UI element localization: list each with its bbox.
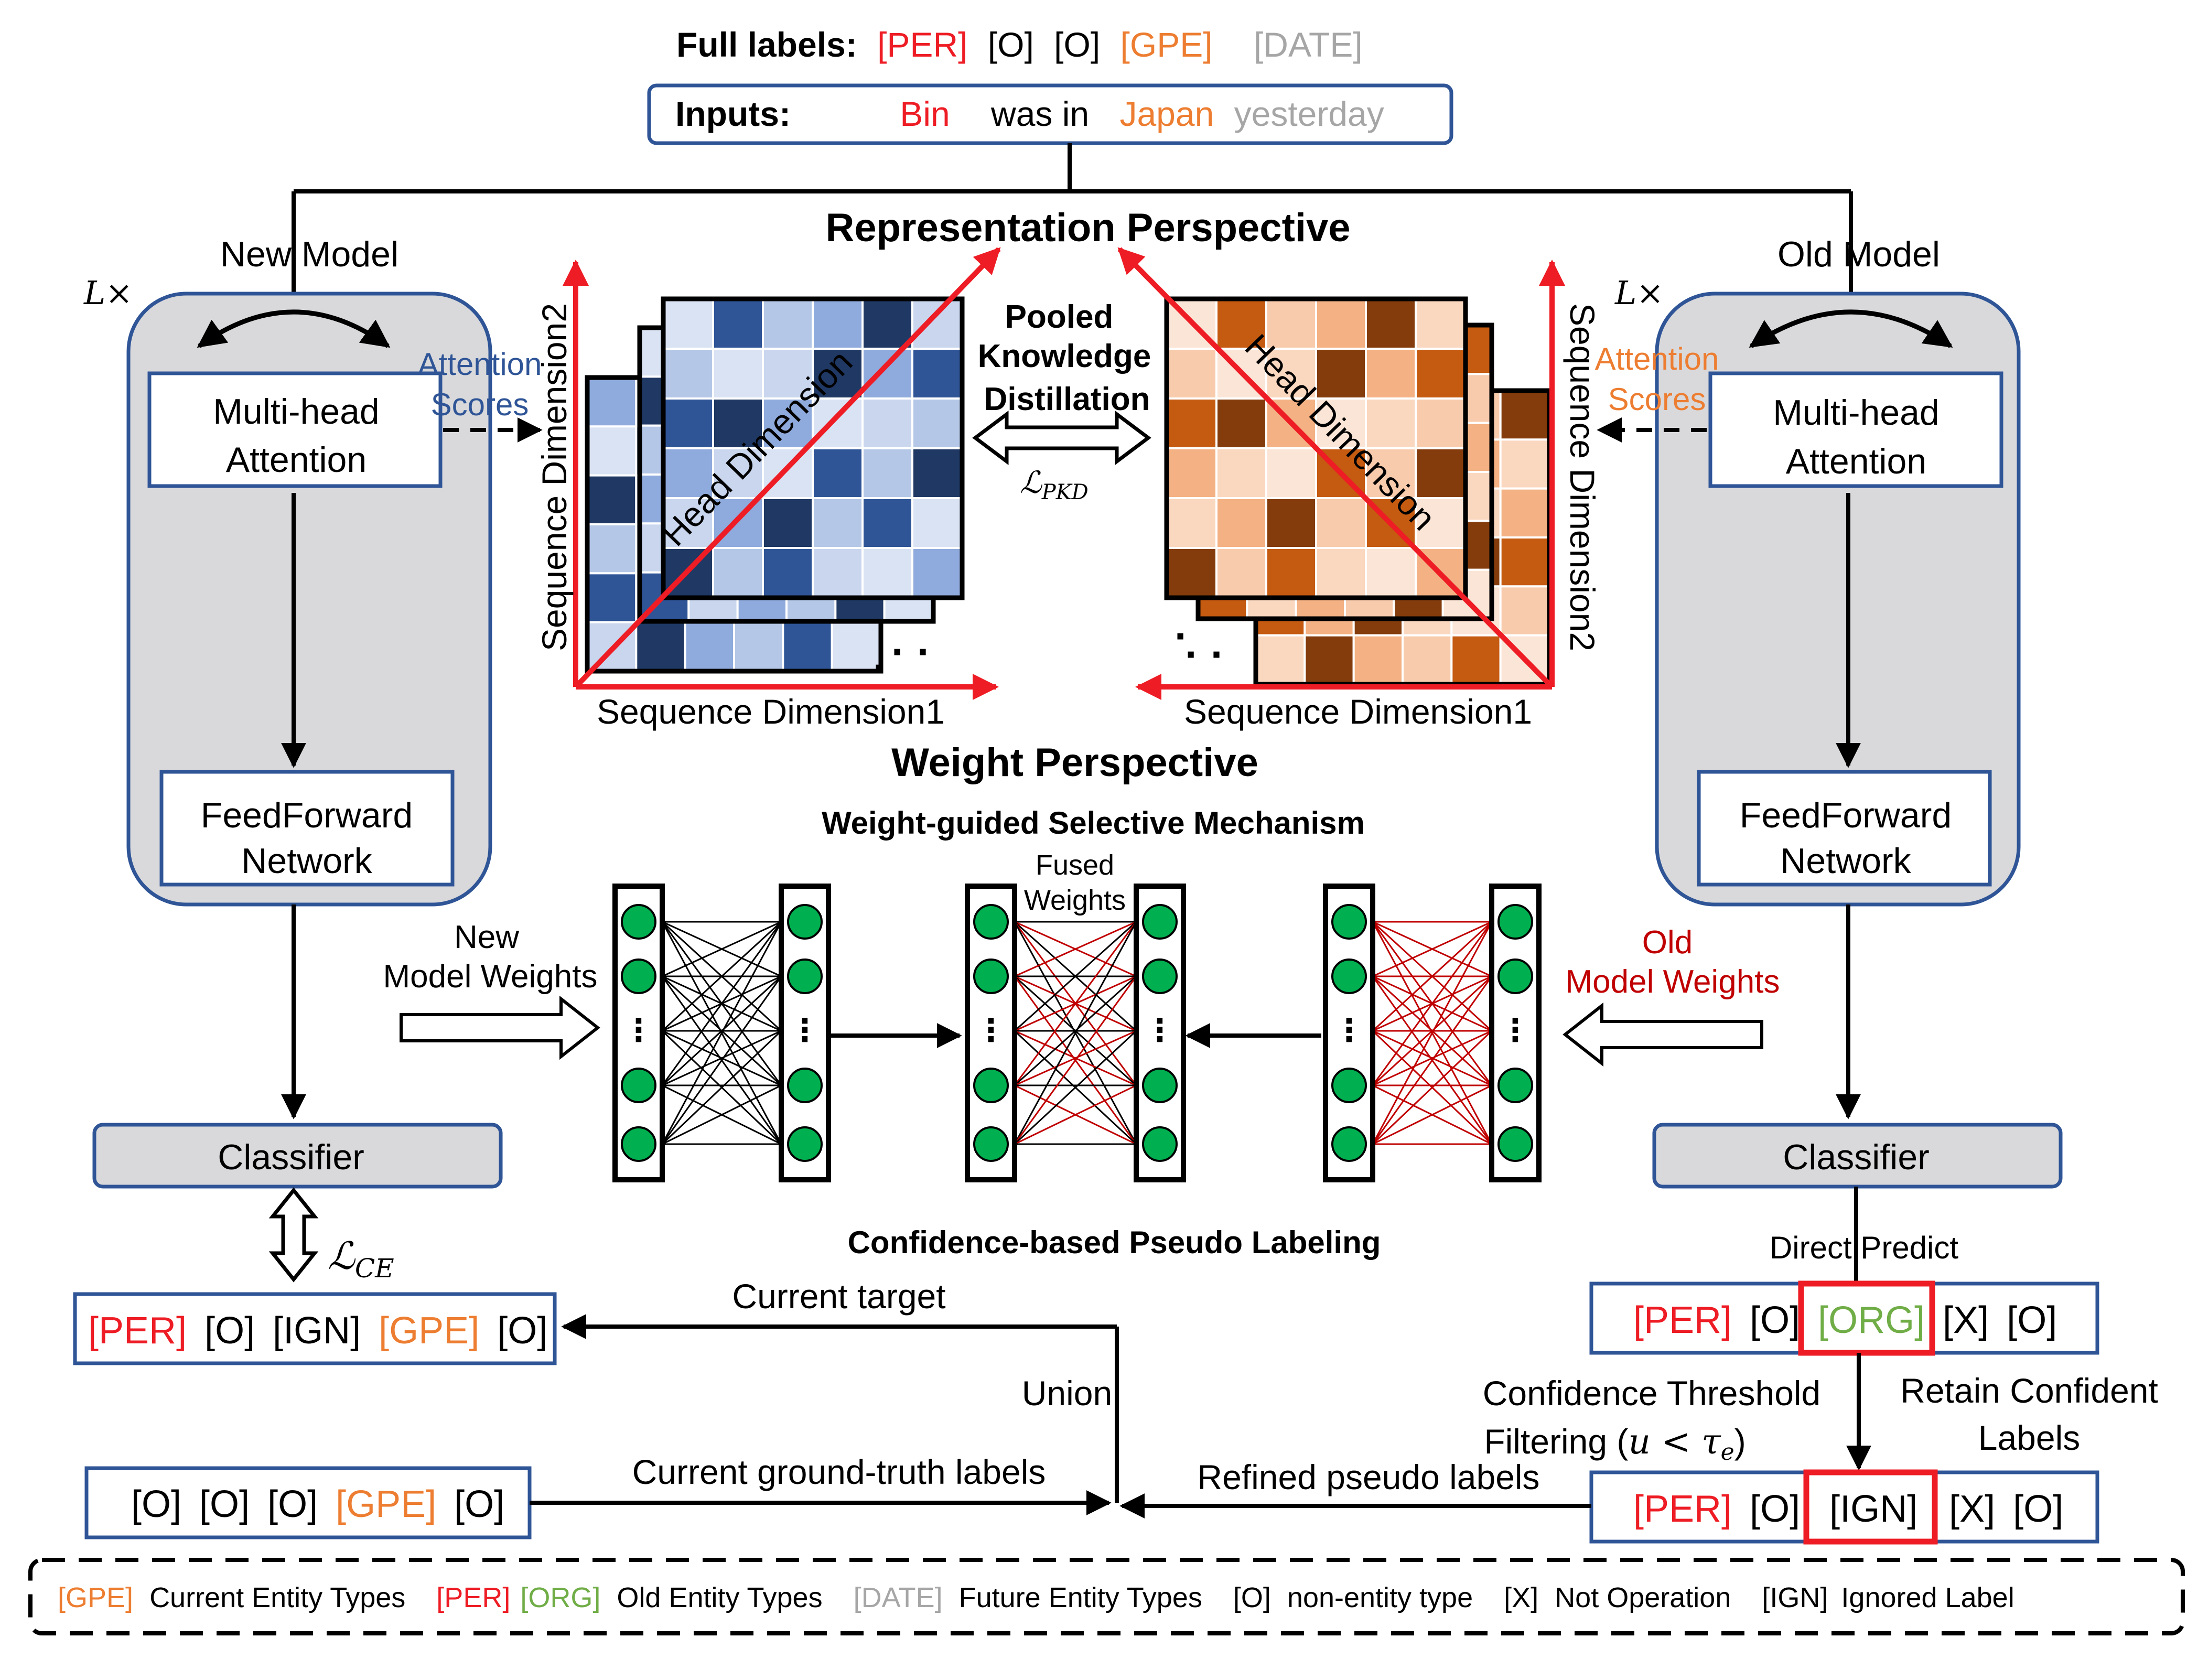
new-weights-arrow <box>400 995 600 1060</box>
fused-net-layer-2: ⋮ <box>1134 884 1186 1182</box>
left-mha-box <box>147 371 443 488</box>
retain-label-1: Retain Confident <box>1900 1371 2158 1410</box>
left-ellipsis-dots-2: · <box>873 644 887 691</box>
old-weights-label-2: Model Weights <box>1566 964 1780 1000</box>
new-weights-label-2: Model Weights <box>383 959 598 995</box>
left-attention-matrices <box>585 296 965 674</box>
old-net-layer-1: ⋮ <box>1323 884 1375 1182</box>
union-label: Union <box>1022 1374 1112 1413</box>
right-seq-dim1-label: Sequence Dimension1 <box>1184 692 1532 731</box>
left-classifier-box <box>92 1123 503 1189</box>
loss-ce-double-arrow <box>268 1187 319 1283</box>
fused-net-layer-1: ⋮ <box>965 884 1017 1182</box>
target-row-text: [PER] [O] [IGN] [GPE] [O] <box>88 1310 547 1352</box>
left-matrix-front <box>661 296 965 600</box>
new-model-title: New Model <box>220 234 398 274</box>
left-seq-dim2-label: Sequence Dimension2 <box>535 303 574 651</box>
right-classifier-label: Classifier <box>1783 1137 1930 1177</box>
old-weights-arrow <box>1563 1002 1763 1067</box>
old-net-layer-2: ⋮ <box>1489 884 1542 1182</box>
fused-weights-label-1: Fused <box>1036 849 1114 881</box>
right-ffn-label-2: Network <box>1780 841 1911 881</box>
pkd-double-arrow <box>972 411 1151 465</box>
left-ffn-label-1: FeedForward <box>201 795 413 835</box>
left-mha-label-2: Attention <box>226 440 367 480</box>
new-net-edges <box>661 921 782 1145</box>
left-seq-dim1-label: Sequence Dimension1 <box>597 692 945 731</box>
threshold-label-2: Filtering (u < τe) <box>1484 1421 1746 1466</box>
right-matrix-axes <box>1117 247 1565 700</box>
svg-text:⋮: ⋮ <box>623 1013 654 1048</box>
fused-net-edges <box>1014 921 1137 1145</box>
new-net-layer-2: ⋮ <box>779 884 831 1182</box>
right-ellipsis-dots: · <box>1175 612 1189 659</box>
weight-networks: ⋮ ⋮ ⋮ ⋮ ⋮ ⋮ <box>612 884 1542 1182</box>
right-attention-scores-1: Attention <box>1595 341 1719 376</box>
representation-title: Representation Perspective <box>825 206 1350 250</box>
new-net-layer-1: ⋮ <box>612 884 665 1182</box>
left-ellipsis-dots: · · <box>891 628 931 675</box>
svg-text:⋮: ⋮ <box>1500 1013 1531 1048</box>
left-residual-arc <box>197 309 391 348</box>
refined-ignored-highlight <box>1803 1469 1938 1545</box>
loss-ce-label: ℒCE <box>328 1234 394 1284</box>
loss-pkd-label: ℒPKD <box>1020 465 1089 504</box>
pkd-label-1: Pooled <box>1005 299 1114 335</box>
direct-predict-label: Direct Predict <box>1770 1230 1958 1265</box>
svg-text:⋮: ⋮ <box>1144 1013 1176 1048</box>
refined-row-text: [PER] [O] [IGN] [X] [O] <box>1633 1488 2063 1530</box>
left-ffn-box <box>159 770 455 887</box>
refined-row-box <box>1589 1470 2099 1544</box>
svg-text:⋮: ⋮ <box>789 1013 821 1048</box>
left-mha-label-1: Multi-head <box>213 392 380 432</box>
predict-uncertain-highlight <box>1798 1280 1935 1356</box>
svg-text:⋮: ⋮ <box>975 1013 1007 1048</box>
right-residual-arc <box>1749 309 1953 348</box>
threshold-label-1: Confidence Threshold <box>1483 1374 1821 1413</box>
old-weights-label-1: Old <box>1642 924 1693 961</box>
current-gt-label: Current ground-truth labels <box>632 1452 1046 1491</box>
legend-box <box>28 1558 2185 1635</box>
right-ffn-label-1: FeedForward <box>1740 795 1952 835</box>
inputs-line: Inputs: Bin was in Japan yesterday <box>675 94 1384 133</box>
new-weights-label-1: New <box>454 919 519 955</box>
left-attention-scores-2: Scores <box>431 387 529 422</box>
svg-text:⋮: ⋮ <box>1333 1013 1365 1048</box>
refined-label: Refined pseudo labels <box>1197 1458 1539 1496</box>
gt-row-text: [O] [O] [O] [GPE] [O] <box>131 1483 504 1525</box>
right-mha-label-2: Attention <box>1786 441 1926 481</box>
retain-label-2: Labels <box>1978 1418 2081 1457</box>
predict-row-text: [PER] [O] [ORG] [X] [O] <box>1633 1299 2057 1341</box>
pkd-label-2: Knowledge <box>978 338 1151 374</box>
old-net-edges <box>1372 921 1493 1145</box>
gt-row-box <box>84 1466 532 1539</box>
legend-text: [GPE] Current Entity Types [PER] [ORG] O… <box>58 1582 2014 1613</box>
right-ellipsis-dots-2: · · <box>1185 631 1225 677</box>
fused-weights-label-2: Weights <box>1024 885 1126 916</box>
right-ffn-box <box>1697 770 1992 887</box>
left-matrix-axes <box>563 247 1001 700</box>
current-target-label: Current target <box>732 1277 945 1316</box>
weight-title: Weight Perspective <box>891 740 1258 785</box>
right-seq-dim2-label: Sequence Dimension2 <box>1563 303 1602 651</box>
left-ffn-label-2: Network <box>241 841 372 881</box>
left-attention-scores-1: Attention <box>418 347 542 382</box>
right-mha-box <box>1708 371 2003 488</box>
left-classifier-label: Classifier <box>218 1137 364 1177</box>
left-layers-label: L× <box>83 274 133 312</box>
inputs-box <box>647 83 1453 145</box>
right-attention-scores-2: Scores <box>1608 382 1706 417</box>
weight-mechanism-title: Weight-guided Selective Mechanism <box>822 805 1365 841</box>
target-row-box <box>73 1292 557 1365</box>
right-layers-label: L× <box>1614 274 1664 312</box>
pkd-label-3: Distillation <box>984 381 1150 417</box>
full-labels-line: Full labels: [PER] [O] [O] [GPE] [DATE] <box>676 25 1363 64</box>
union-connectors <box>530 1314 1591 1519</box>
old-model-title: Old Model <box>1777 234 1940 274</box>
pseudo-labeling-title: Confidence-based Pseudo Labeling <box>848 1225 1381 1260</box>
right-mha-label-1: Multi-head <box>1773 393 1940 433</box>
